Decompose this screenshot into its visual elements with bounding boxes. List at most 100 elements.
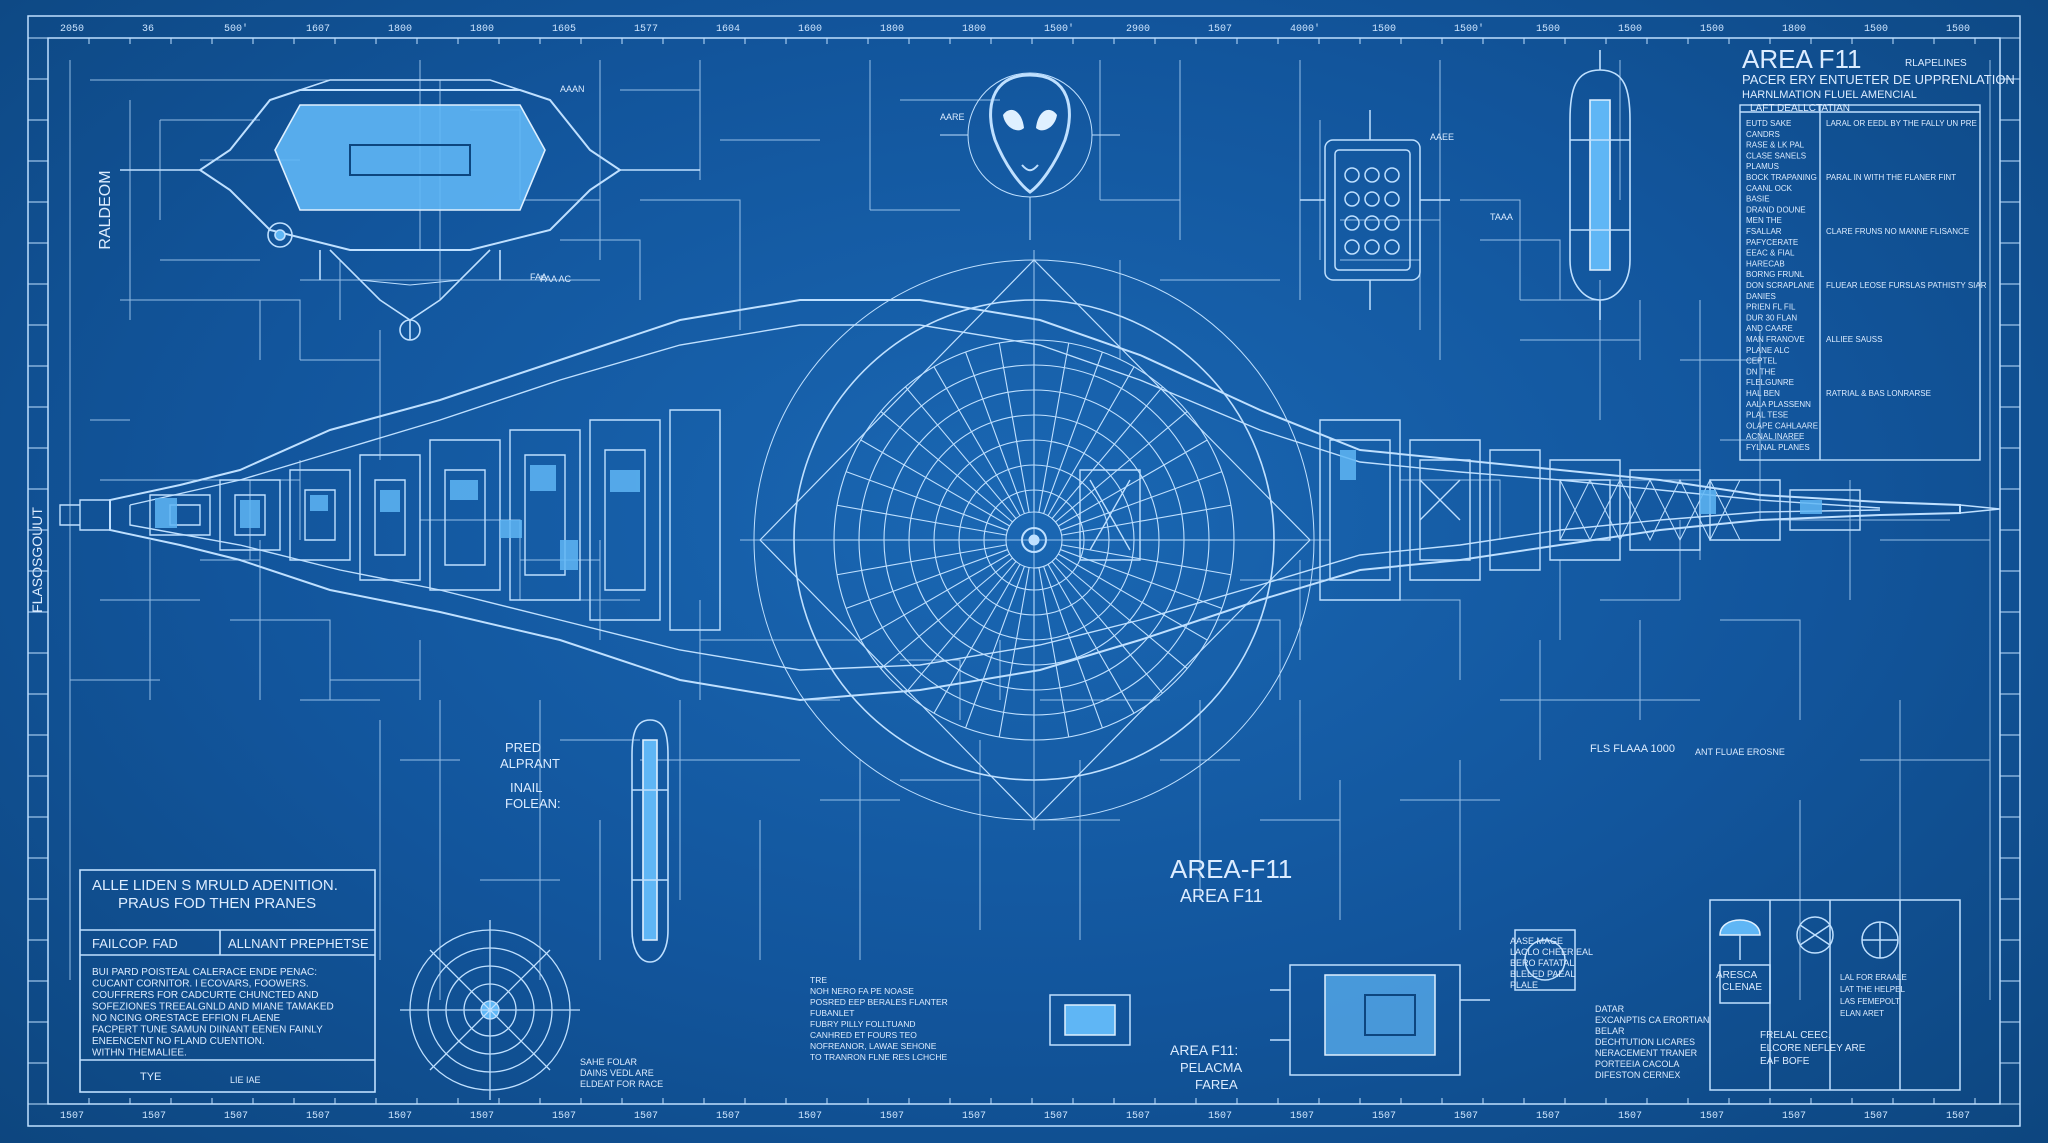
note-body-line: FACPERT TUNE SAMUN DIINANT EENEN FAINLY: [92, 1025, 323, 1036]
radial-spoke: [998, 342, 1030, 513]
radial-spoke: [998, 567, 1030, 738]
radial-spoke: [965, 351, 1025, 514]
radial-spoke: [905, 561, 1017, 694]
area-f11-note-2: PELACMA: [1180, 1060, 1242, 1075]
bottom-note: FRELAL CEEC.: [1760, 1030, 1831, 1041]
left-edge-vertical-label: FLASOSGOUUT: [29, 507, 45, 613]
note-body-line: NO NCING ORESTACE EFFION FLAENE: [92, 1013, 280, 1024]
note-body-line: ENEENCENT NO FLAND CUENTION.: [92, 1036, 265, 1047]
title-subtitle-1: PACER ERY ENTUETER DE UPPRENLATION: [1742, 72, 2015, 87]
legend-note: PARAL IN WITH THE FLANER FINT: [1826, 173, 1956, 182]
radial-spoke: [1055, 411, 1188, 523]
legend-label: CAANL OCK: [1746, 184, 1793, 193]
radial-spoke: [1055, 557, 1188, 669]
keypad-key: [1344, 191, 1360, 207]
small-top-label: AARE: [940, 112, 965, 122]
keypad-key: [1364, 167, 1380, 183]
control-panel-module: [1300, 110, 1450, 310]
legend-label: BASIE: [1746, 195, 1770, 204]
note-body-line: COUFFRERS FOR CADCURTE CHUNCTED AND: [92, 990, 319, 1001]
ruler-top-label: 1577: [634, 24, 658, 35]
legend-label: MAN FRANOVE: [1746, 335, 1805, 344]
bottom-note: ELAN ARET: [1840, 1009, 1884, 1018]
bottom-note: POSRED EEP BERALES FLANTER: [810, 997, 948, 1007]
ruler-top-label: 1800: [880, 24, 904, 35]
inail-label: INAIL: [510, 780, 543, 795]
ruler-top-label: 1500: [1372, 24, 1396, 35]
ruler-bottom-label: 1507: [1126, 1111, 1150, 1122]
keypad-key: [1384, 215, 1400, 231]
spacecraft-hull: [59, 299, 2001, 702]
radial-spoke: [1043, 351, 1103, 514]
alprant-label: ALPRANT: [500, 756, 560, 771]
keypad-key: [1364, 215, 1380, 231]
keypad-key: [1384, 191, 1400, 207]
range-dial: [400, 920, 580, 1100]
ruler-top-label: 1800: [1782, 24, 1806, 35]
ruler-top-label: 1607: [306, 24, 330, 35]
note-body: BUI PARD POISTEAL CALERACE ENDE PENAC:CU…: [92, 967, 334, 1059]
small-top-label: AAEE: [1430, 132, 1454, 142]
ruler-top-label: 1604: [716, 24, 740, 35]
note-box-frame: [79, 869, 376, 1093]
radial-spoke: [1047, 366, 1135, 517]
bottom-note: SAHE FOLAR: [580, 1057, 638, 1067]
title-area-f11: AREA F11: [1742, 44, 1861, 74]
ruler-bottom-label: 1507: [716, 1111, 740, 1122]
radial-spoke: [845, 471, 1008, 531]
legend-note: CLARE FRUNS NO MANNE FLISANCE: [1826, 227, 1969, 236]
bottom-note: FUBANLET: [810, 1008, 854, 1018]
bottom-note: AASE MAGE: [1510, 936, 1563, 946]
radial-spoke: [836, 504, 1007, 536]
note-row-left: FAILCOP. FAD: [92, 936, 178, 951]
ruler-bottom-label: 1507: [1208, 1111, 1232, 1122]
probe-module: [631, 719, 669, 963]
legend-label: EUTD SAKE: [1746, 119, 1791, 128]
ruler-top-label: 1500: [1618, 24, 1642, 35]
legend-label: PAFYCERATE: [1746, 238, 1798, 247]
ruler-bottom-label: 1507: [634, 1111, 658, 1122]
note-body-line: BUI PARD POISTEAL CALERACE ENDE PENAC:: [92, 967, 317, 978]
legend-frame: [1739, 104, 1981, 461]
legend-label: FLELGUNRE: [1746, 378, 1794, 387]
ruler-bottom-label: 1507: [224, 1111, 248, 1122]
legend-label: ACNAL INAREE: [1746, 432, 1804, 441]
legend-label: PLANE ALC: [1746, 346, 1790, 355]
note-head-2: PRAUS FOD THEN PRANES: [118, 895, 316, 912]
bottom-note: NERACEMENT TRANER: [1595, 1048, 1698, 1058]
bottom-note: NOH NERO FA PE NOASE: [810, 986, 914, 996]
ruler-top-label: 1500': [1044, 23, 1074, 35]
bottom-note: DATAR: [1595, 1004, 1625, 1014]
bottom-note: BERO FATATAL: [1510, 958, 1574, 968]
legend-label: MEN THE: [1746, 216, 1782, 225]
ruler-ticks: [28, 37, 2020, 1105]
legend-label: CANDRS: [1746, 130, 1780, 139]
legend-label: FSALLAR: [1746, 227, 1782, 236]
areesa-label-2: CLENAE: [1722, 982, 1762, 993]
keypad-key: [1384, 167, 1400, 183]
bottom-note: BELAR: [1595, 1026, 1625, 1036]
keypad-key: [1344, 215, 1360, 231]
bottom-note: CANHRED ET FOURS TEO: [810, 1030, 917, 1040]
bottom-note: NOFREANOR, LAWAE SEHONE: [810, 1041, 937, 1051]
ruler-bottom-label: 1507: [470, 1111, 494, 1122]
small-top-label: FAA: [530, 272, 547, 282]
legend-label: RASE & LK PAL: [1746, 141, 1805, 150]
keypad-key: [1364, 191, 1380, 207]
ruler-bottom-label: 1507: [1372, 1111, 1396, 1122]
bottom-note: DAINS VEDL ARE: [580, 1068, 654, 1078]
legend-label: DRAND DOUNE: [1746, 205, 1806, 214]
bottom-note: DECHTUTION LICARES: [1595, 1037, 1695, 1047]
bottom-note: ELDEAT FOR RACE: [580, 1079, 663, 1089]
center-label-main: AREA-F11: [1170, 854, 1292, 884]
corner-tag: RLAPELINES: [1905, 58, 1967, 69]
radial-spoke: [1060, 471, 1223, 531]
ruler-top-label: 1500: [1536, 24, 1560, 35]
radial-spoke: [836, 544, 1007, 576]
legend-label: PLAMUS: [1746, 162, 1779, 171]
ruler-bottom-label: 1507: [306, 1111, 330, 1122]
